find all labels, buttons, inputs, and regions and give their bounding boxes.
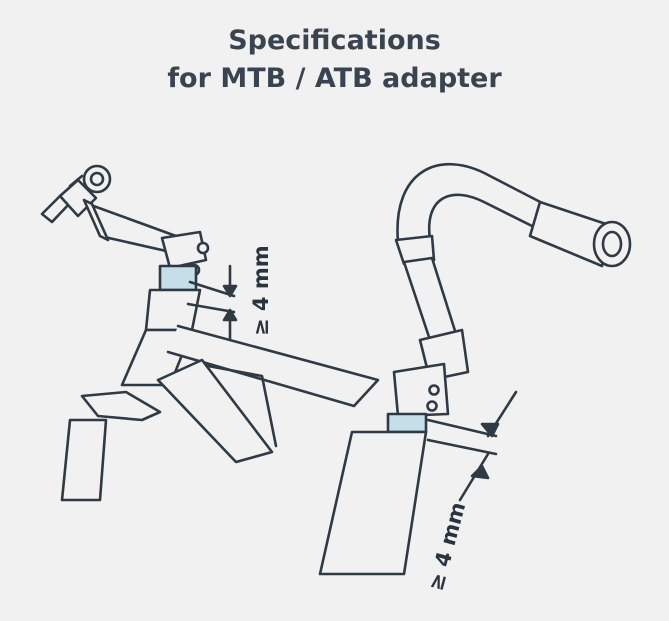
title-line-1: Specifications xyxy=(228,25,441,56)
right-dimension-marker xyxy=(426,390,518,502)
left-dimension-marker xyxy=(186,264,238,342)
page-title: Specifications for MTB / ATB adapter xyxy=(0,22,669,98)
bike-frame-illustration xyxy=(40,164,380,502)
right-dimension-label: ≥ 4 mm xyxy=(424,500,471,594)
adapter-illustration xyxy=(318,162,632,576)
title-line-2: for MTB / ATB adapter xyxy=(167,63,502,94)
left-dimension-label: ≥ 4 mm xyxy=(249,245,273,336)
